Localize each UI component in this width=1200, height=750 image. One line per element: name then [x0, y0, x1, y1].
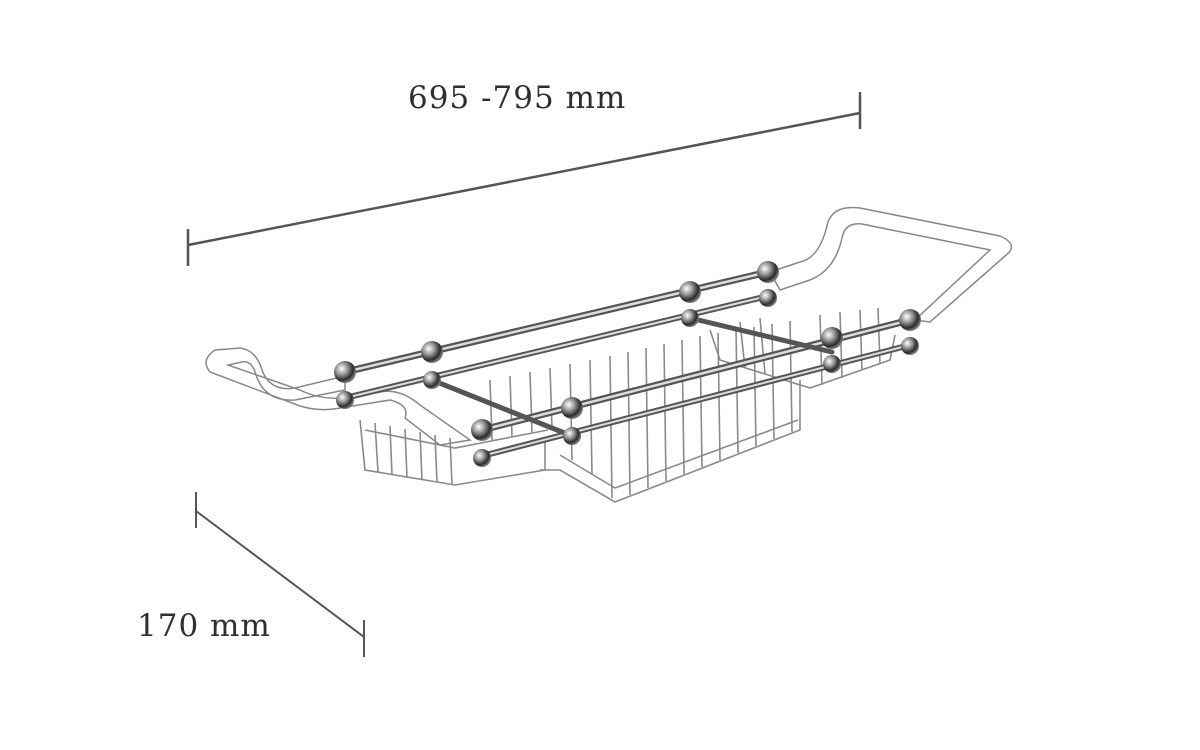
- ball-finials: [334, 261, 921, 467]
- length-dimension-line: [186, 92, 862, 266]
- right-handle: [768, 206, 1013, 323]
- width-dimension-line: [195, 492, 365, 657]
- width-dimension-label: 170 mm: [137, 608, 271, 644]
- wire-basket: [359, 307, 896, 503]
- left-handle: [205, 347, 472, 446]
- length-dimension-label: 695 -795 mm: [408, 80, 627, 116]
